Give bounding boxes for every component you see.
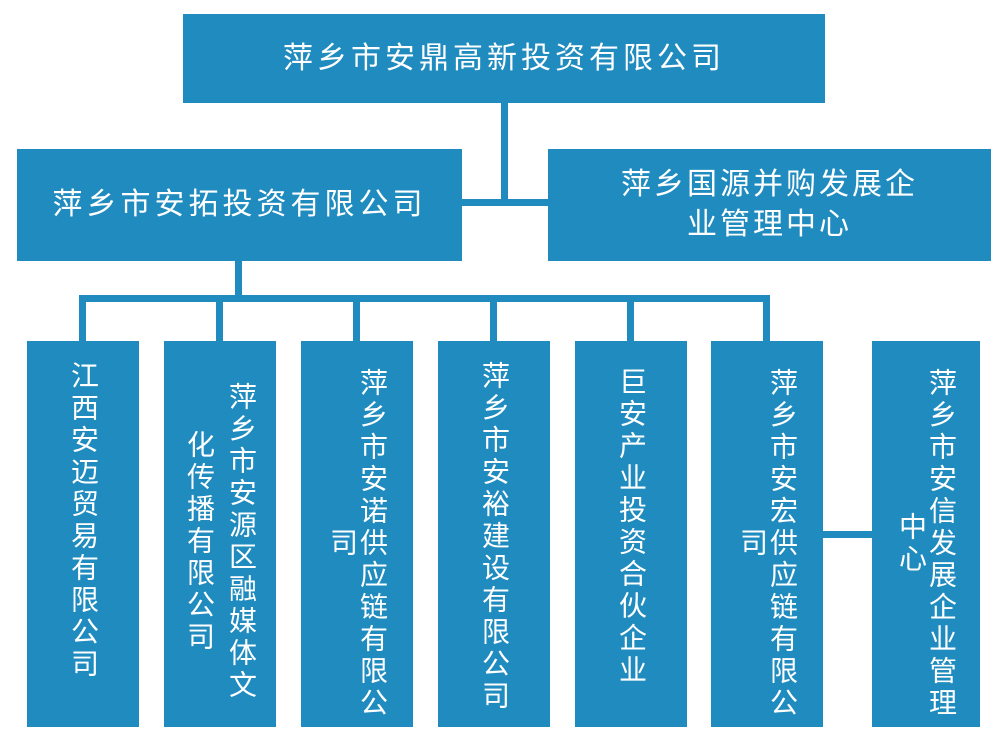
mid-right-center-label: 萍乡国源并购发展企业管理中心 bbox=[621, 167, 918, 242]
subsidiary-label-6: 萍乡市安宏供应链有限公司 bbox=[736, 368, 799, 720]
connector-mid-horizontal bbox=[462, 199, 548, 206]
subsidiary-box-4: 萍乡市安裕建设有限公司 bbox=[438, 341, 550, 727]
mid-right-center-box: 萍乡国源并购发展企业管理中心 bbox=[548, 149, 991, 261]
connector-drop-4 bbox=[490, 295, 497, 341]
connector-drop-2 bbox=[216, 295, 223, 341]
connector-drop-5 bbox=[627, 295, 634, 341]
subsidiary-label-1: 江西安迈贸易有限公司 bbox=[67, 361, 100, 681]
subsidiary-label-2: 萍乡市安源区融媒体文化传播有限公司 bbox=[183, 382, 258, 702]
top-company-box: 萍乡市安鼎高新投资有限公司 bbox=[183, 14, 825, 103]
subsidiary-label-7: 萍乡市安信发展企业管理中心 bbox=[895, 368, 958, 720]
top-company-label: 萍乡市安鼎高新投资有限公司 bbox=[283, 40, 725, 76]
subsidiary-label-4: 萍乡市安裕建设有限公司 bbox=[478, 361, 511, 713]
subsidiary-box-2: 萍乡市安源区融媒体文化传播有限公司 bbox=[164, 341, 276, 727]
subsidiary-box-5: 巨安产业投资合伙企业 bbox=[575, 341, 687, 727]
connector-branch-horizontal bbox=[79, 295, 770, 302]
connector-top-down bbox=[501, 103, 508, 203]
connector-side-link bbox=[822, 531, 872, 538]
mid-left-company-label: 萍乡市安拓投资有限公司 bbox=[52, 187, 427, 222]
connector-drop-1 bbox=[79, 295, 86, 341]
connector-drop-3 bbox=[353, 295, 360, 341]
subsidiary-box-1: 江西安迈贸易有限公司 bbox=[27, 341, 139, 727]
subsidiary-box-7: 萍乡市安信发展企业管理中心 bbox=[872, 341, 980, 727]
connector-mid-down bbox=[235, 261, 242, 301]
connector-drop-6 bbox=[763, 295, 770, 341]
subsidiary-box-6: 萍乡市安宏供应链有限公司 bbox=[711, 341, 823, 727]
mid-left-company-box: 萍乡市安拓投资有限公司 bbox=[17, 149, 462, 261]
subsidiary-label-3: 萍乡市安诺供应链有限公司 bbox=[326, 368, 389, 720]
subsidiary-label-5: 巨安产业投资合伙企业 bbox=[615, 367, 648, 687]
subsidiary-box-3: 萍乡市安诺供应链有限公司 bbox=[301, 341, 413, 727]
